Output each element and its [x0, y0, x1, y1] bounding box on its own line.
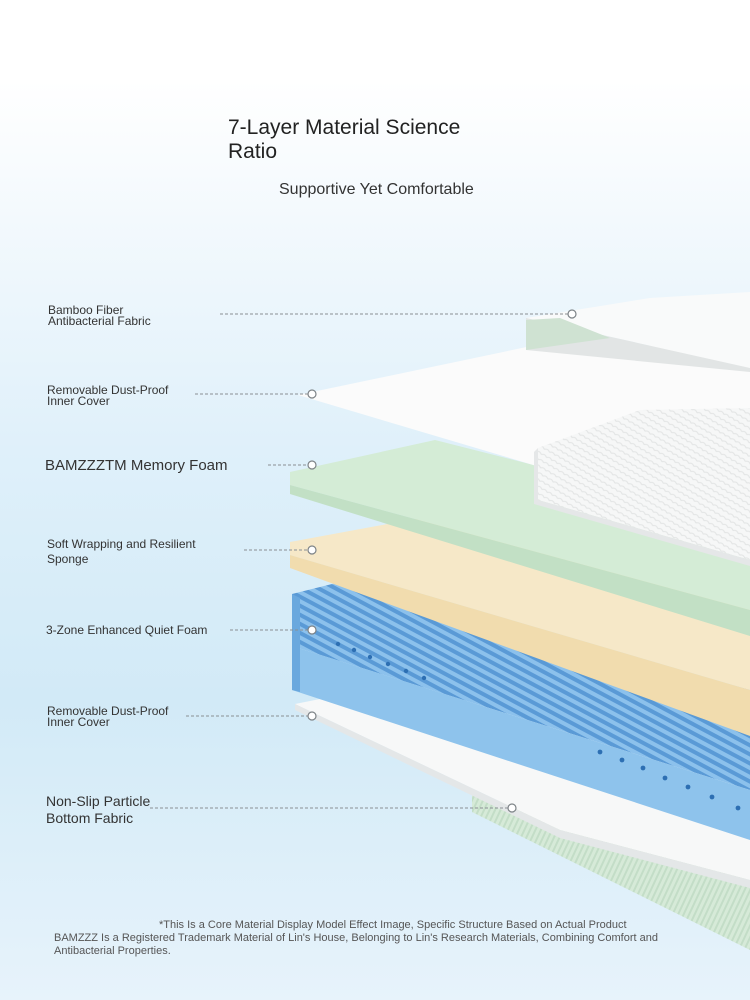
- label-sponge: Soft Wrapping and Resilient Sponge: [47, 537, 196, 567]
- memory-foam-layer: [290, 440, 750, 636]
- label-quiet-foam: 3-Zone Enhanced Quiet Foam: [46, 623, 208, 637]
- label-line: Soft Wrapping and Resilient: [47, 537, 196, 551]
- sponge-layer: [290, 518, 750, 736]
- label-line: Antibacterial Fabric: [48, 314, 151, 328]
- lower-cover-layer: [295, 684, 750, 888]
- label-dust-proof-cover-lower: Removable Dust-Proof Inner Cover: [47, 704, 169, 729]
- label-line: Sponge: [47, 552, 89, 566]
- label-line: Inner Cover: [47, 394, 110, 408]
- leader-dots: [307, 309, 577, 813]
- label-memory-foam: BAMZZZTM Memory Foam: [45, 457, 228, 474]
- label-line: Removable Dust-Proof: [47, 383, 169, 397]
- quiet-foam-layer: [292, 580, 750, 840]
- page-title: 7-Layer Material Science Ratio: [228, 116, 460, 164]
- footnote-line-2: BAMZZZ Is a Registered Trademark Materia…: [54, 932, 658, 957]
- footnote-line-1: *This Is a Core Material Display Model E…: [159, 919, 627, 931]
- title-line-1: 7-Layer Material Science: [228, 116, 461, 139]
- label-line: BAMZZZTM Memory Foam: [45, 457, 228, 474]
- label-line: Bottom Fabric: [46, 810, 134, 826]
- label-line: Removable Dust-Proof: [47, 704, 169, 718]
- title-line-2: Ratio: [228, 140, 278, 163]
- page-subtitle: Supportive Yet Comfortable: [279, 181, 474, 198]
- label-line: Non-Slip Particle: [46, 793, 151, 809]
- label-line: Inner Cover: [47, 715, 110, 729]
- label-dust-proof-cover-upper: Removable Dust-Proof Inner Cover: [47, 383, 169, 408]
- leader-lines: [150, 313, 568, 809]
- label-bamboo-fiber: Bamboo Fiber Antibacterial Fabric: [48, 303, 151, 328]
- label-line: Bamboo Fiber: [48, 303, 124, 317]
- upper-cover-layer: [298, 340, 750, 566]
- top-fabric-layer: [526, 292, 750, 372]
- label-line: 3-Zone Enhanced Quiet Foam: [46, 623, 208, 637]
- footnote: *This Is a Core Material Display Model E…: [54, 919, 704, 958]
- label-bottom-fabric: Non-Slip Particle Bottom Fabric: [46, 793, 150, 827]
